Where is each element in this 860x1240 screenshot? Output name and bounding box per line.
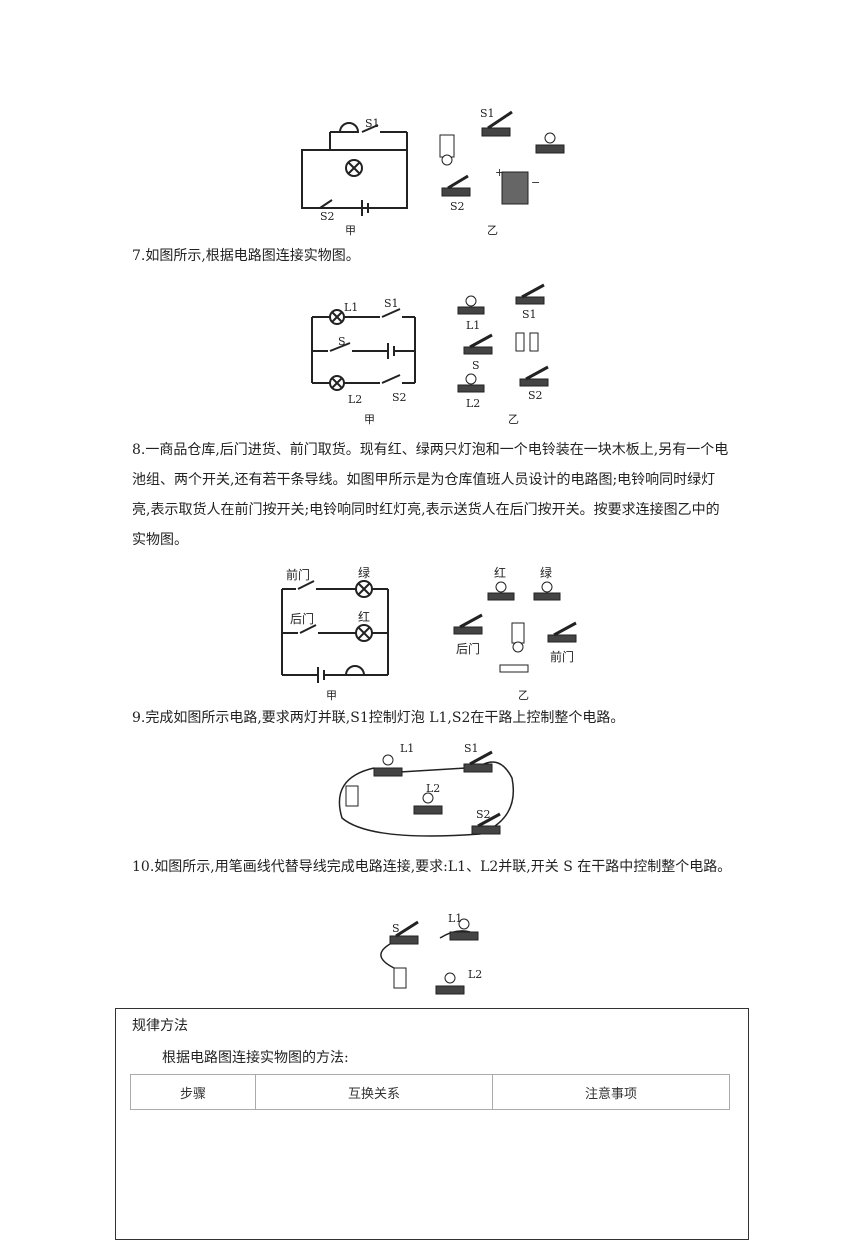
question-9: 9.完成如图所示电路,要求两灯并联,S1控制灯泡 L1,S2在干路上控制整个电路… — [132, 710, 625, 726]
hou-b-label: 后门 — [456, 641, 480, 656]
hong-label: 红 — [358, 609, 370, 624]
circuit-outline — [301, 149, 408, 209]
yi-label: 乙 — [508, 413, 519, 426]
l1-label: L1 — [400, 742, 414, 755]
minus-label: − — [531, 176, 540, 189]
qian-b-label: 前门 — [550, 649, 574, 664]
s1-label: S1 — [365, 117, 380, 130]
s1-label: S1 — [384, 297, 399, 310]
s2b-label: S2 — [528, 389, 543, 402]
method-table: 步骤 互换关系 注意事项 — [130, 1074, 731, 1110]
l2b-label: L2 — [466, 397, 480, 410]
header-relation: 互换关系 — [254, 1074, 493, 1110]
l1-label: L1 — [448, 912, 462, 925]
lv-label: 绿 — [358, 565, 370, 580]
bell-device — [439, 134, 455, 158]
figure-8: 前门 绿 后门 红 甲 乙 红 绿 后门 前门 — [281, 565, 577, 702]
s2-label: S2 — [392, 391, 407, 404]
hong-b-label: 红 — [494, 565, 506, 580]
s1-label: S1 — [464, 742, 479, 755]
battery-device — [501, 171, 529, 205]
s-label: S — [338, 335, 346, 348]
l2-label: L2 — [468, 968, 482, 981]
s1b-label: S1 — [522, 308, 537, 321]
jia-label: 甲 — [326, 689, 337, 702]
switch-s1-device — [481, 127, 511, 137]
s2b-label: S2 — [450, 200, 465, 213]
header-steps: 步骤 — [130, 1074, 256, 1110]
jia-label: 甲 — [345, 224, 356, 237]
s-label: S — [392, 922, 400, 935]
bell-symbol — [338, 122, 360, 133]
sb-label: S — [472, 359, 480, 372]
hou-label: 后门 — [290, 611, 314, 626]
figure-6: S1 S2 甲 乙 S1 S2 + − — [301, 107, 565, 237]
method-title: 规律方法 — [132, 1018, 188, 1034]
qian-label: 前门 — [286, 567, 310, 582]
table-header-row: 步骤 互换关系 注意事项 — [130, 1074, 731, 1110]
l2-label: L2 — [348, 393, 362, 406]
figure-9: L1 S1 L2 S2 — [338, 742, 514, 837]
question-7: 7.如图所示,根据电路图连接实物图。 — [132, 248, 360, 264]
s1b-label: S1 — [480, 107, 495, 120]
figure-10: S L1 L2 — [380, 912, 482, 995]
s2-label: S2 — [476, 808, 491, 821]
question-8: 8.一商品仓库,后门进货、前门取货。现有红、绿两只灯泡和一个电铃装在一块木板上,… — [132, 442, 729, 548]
yi-label: 乙 — [518, 689, 529, 702]
switch-s2-device — [441, 187, 471, 197]
jia-label: 甲 — [364, 413, 375, 426]
figure-7: L1 S1 S L2 S2 甲 乙 L1 S1 S L2 S2 — [311, 283, 549, 426]
l1-label: L1 — [344, 301, 358, 314]
lv-b-label: 绿 — [540, 565, 552, 580]
method-box: 规律方法 根据电路图连接实物图的方法: 步骤 互换关系 注意事项 — [115, 1008, 749, 1240]
plus-label: + — [495, 166, 504, 179]
header-notes: 注意事项 — [491, 1074, 731, 1110]
question-10: 10.如图所示,用笔画线代替导线完成电路连接,要求:L1、L2并联,开关 S 在… — [132, 859, 732, 875]
method-intro: 根据电路图连接实物图的方法: — [162, 1050, 349, 1066]
lamp-device — [535, 144, 565, 154]
s2-label: S2 — [320, 210, 335, 223]
yi-label: 乙 — [487, 224, 498, 237]
l2-label: L2 — [426, 782, 440, 795]
l1b-label: L1 — [466, 319, 480, 332]
